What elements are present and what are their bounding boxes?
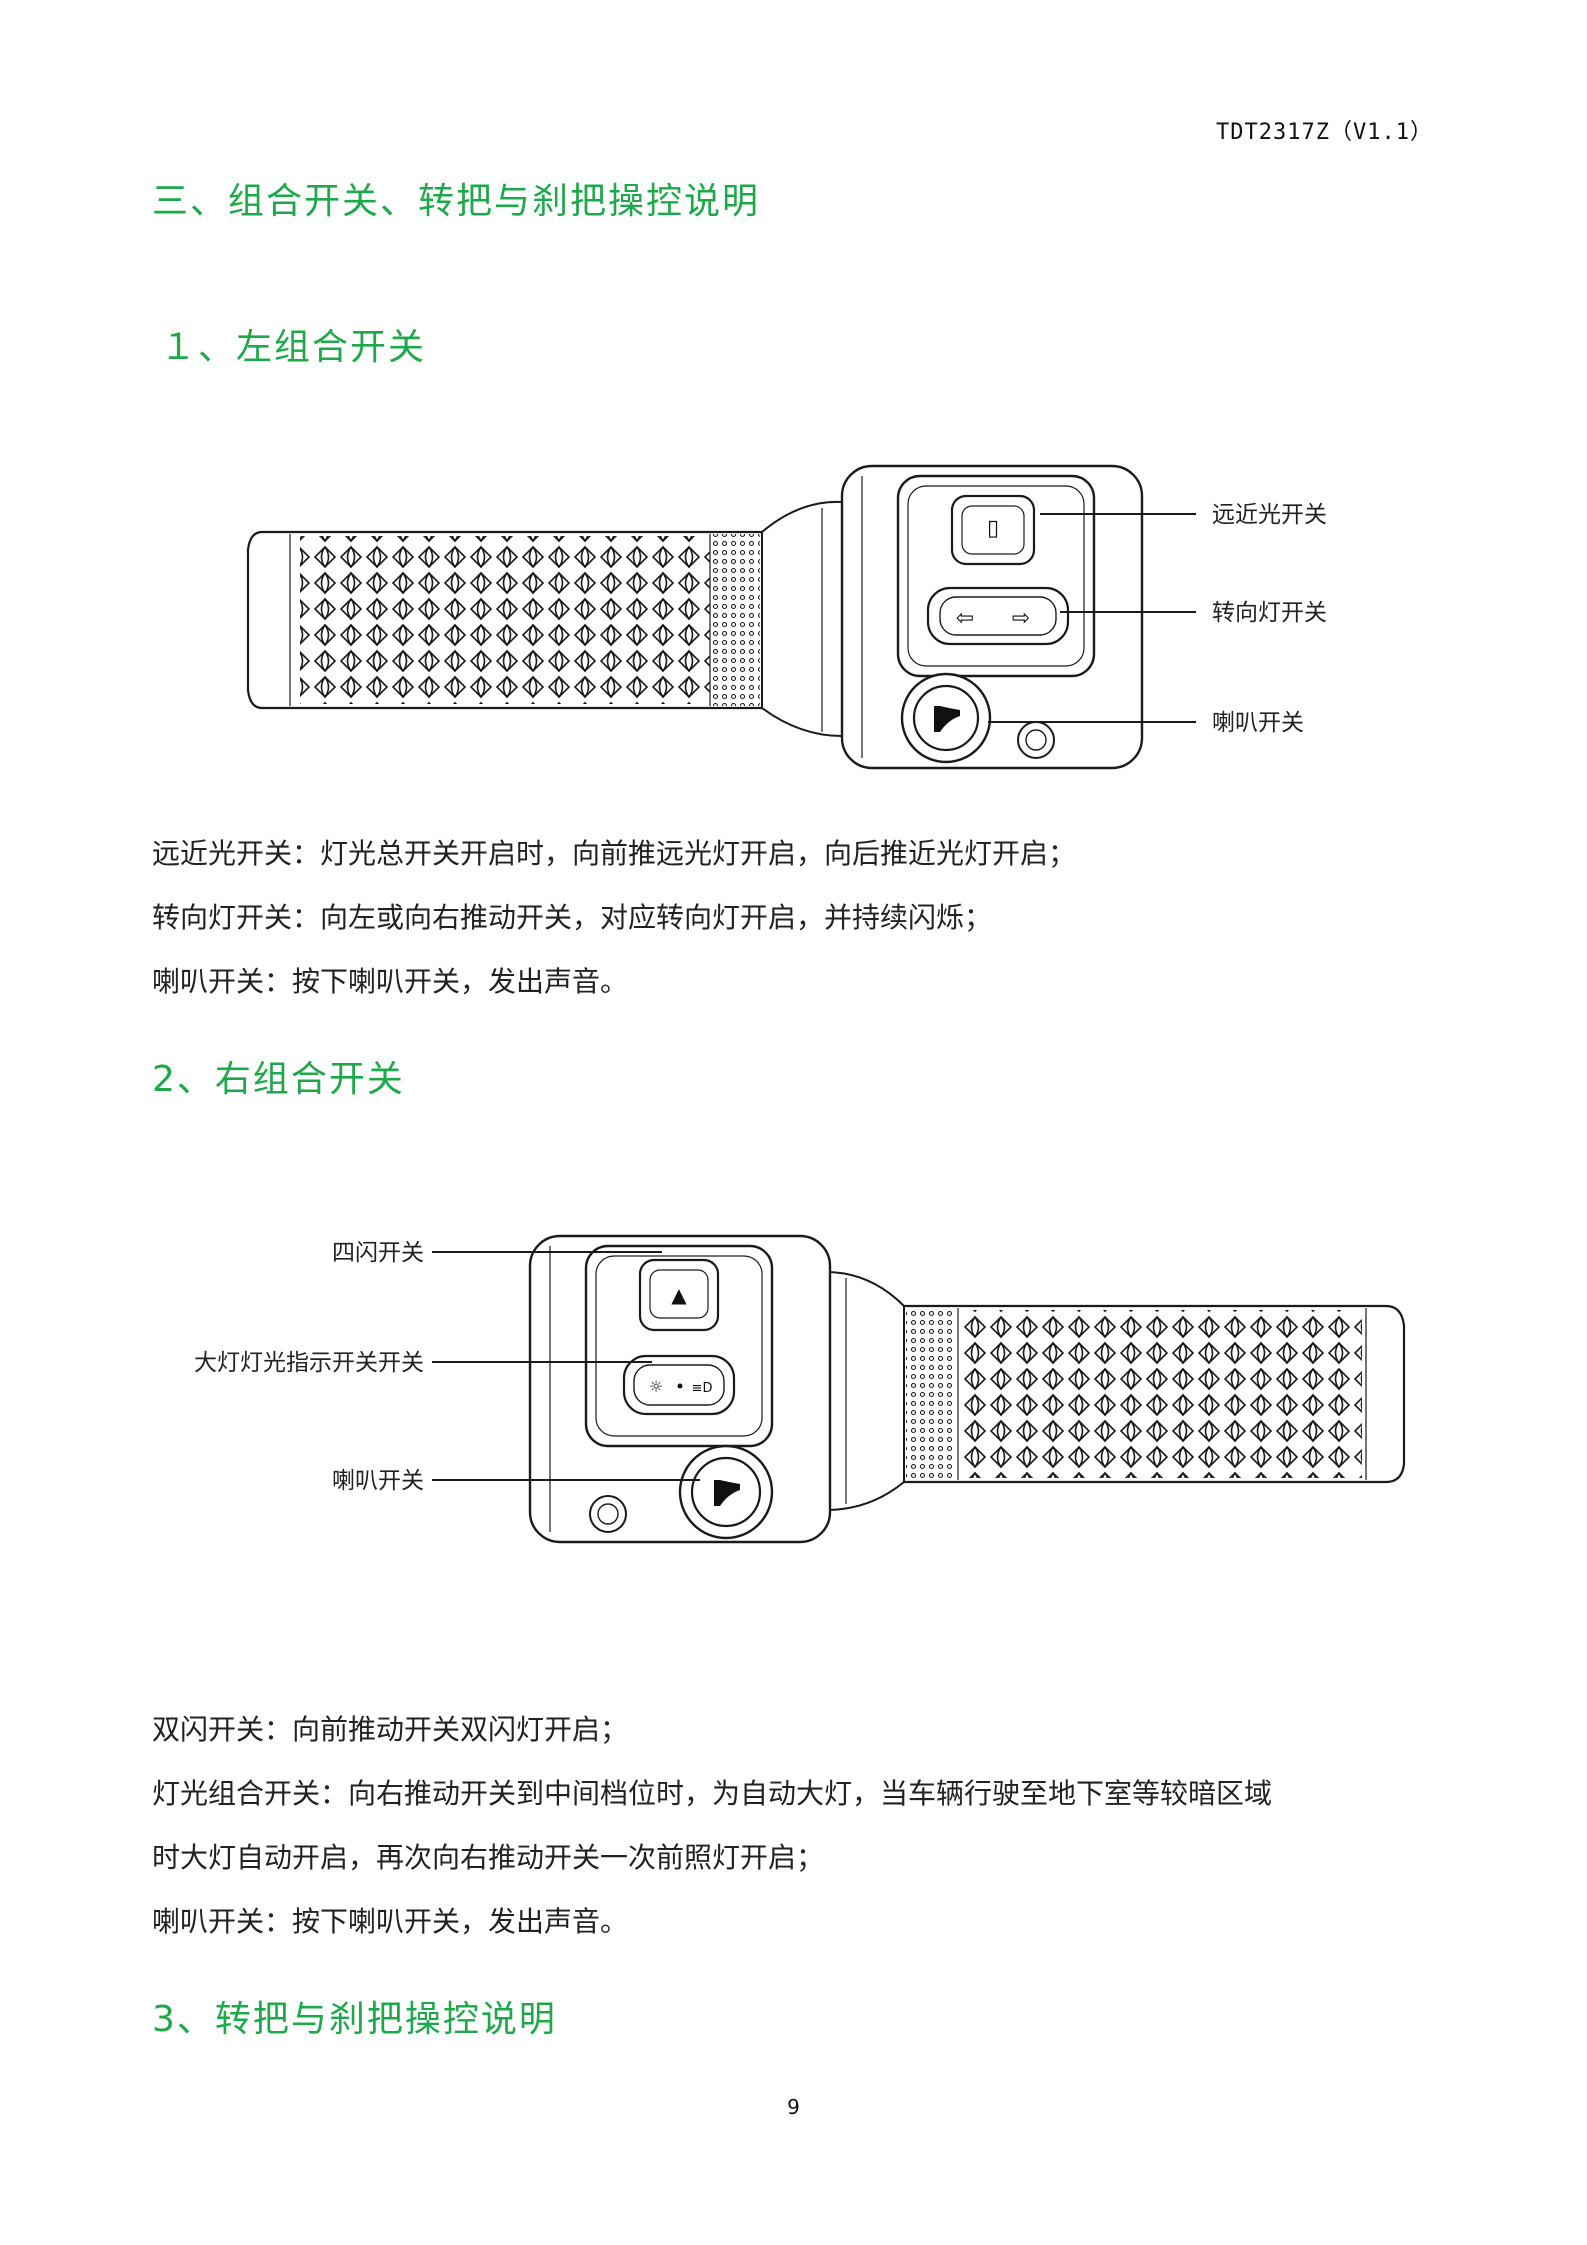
description-line: 转向灯开关：向左或向右推动开关，对应转向灯开启，并持续闪烁； <box>152 901 993 934</box>
description-line: 喇叭开关：按下喇叭开关，发出声音。 <box>152 965 629 998</box>
headlight-icon: ▯ <box>987 516 999 541</box>
hazard-switch-button[interactable]: ▲ <box>638 1258 720 1332</box>
beam-switch-button[interactable]: ▯ <box>950 494 1036 566</box>
left-switch-heading: １、左组合开关 <box>160 327 427 368</box>
description-line: 喇叭开关：按下喇叭开关，发出声音。 <box>152 1905 629 1938</box>
right-switch-housing[interactable]: ▲ ☼ ≡D <box>528 1234 832 1544</box>
horn-icon <box>934 706 960 732</box>
arrow-right-icon: ⇨ <box>1012 606 1030 631</box>
arrow-left-icon: ⇦ <box>956 606 974 631</box>
callout-horn: 喇叭开关 <box>332 1468 424 1494</box>
left-switch-figure: ▯ ⇦ ⇨ 远近光开关 转向灯开关 喇叭开关 <box>0 440 1587 800</box>
right-switch-figure: ▲ ☼ ≡D 四闪开关 大灯灯光指示开关开关 <box>0 1210 1587 1570</box>
horn-icon <box>714 1480 740 1506</box>
left-grip <box>246 500 843 738</box>
throttle-section-heading: 3、转把与刹把操控说明 <box>152 1999 557 2040</box>
sun-icon: ☼ <box>649 1377 663 1396</box>
hazard-triangle-icon: ▲ <box>671 1283 687 1307</box>
page-number: 9 <box>787 2095 800 2119</box>
section-title: 三、组合开关、转把与刹把操控说明 <box>152 181 761 222</box>
callout-beam-switch: 远近光开关 <box>1212 502 1327 528</box>
right-grip <box>825 1270 1406 1512</box>
right-switch-description: 双闪开关：向前推动开关双闪灯开启； 灯光组合开关：向右推动开关到中间档位时，为自… <box>152 1698 1452 1954</box>
left-switch-housing: ▯ ⇦ ⇨ <box>840 464 1144 770</box>
callout-light-switch: 大灯灯光指示开关开关 <box>194 1350 424 1376</box>
description-line: 双闪开关：向前推动开关双闪灯开启； <box>152 1713 629 1746</box>
right-switch-heading: 2、右组合开关 <box>152 1059 405 1100</box>
callout-hazard-switch: 四闪开关 <box>332 1240 424 1266</box>
description-line: 时大灯自动开启，再次向右推动开关一次前照灯开启； <box>152 1841 825 1874</box>
description-line: 灯光组合开关：向右推动开关到中间档位时，为自动大灯，当车辆行驶至地下室等较暗区域 <box>152 1777 1273 1810</box>
callout-turn-signal: 转向灯开关 <box>1212 600 1327 626</box>
light-switch-button[interactable]: ☼ ≡D <box>622 1354 736 1416</box>
description-line: 远近光开关：灯光总开关开启时，向前推远光灯开启，向后推近光灯开启； <box>152 837 1077 870</box>
headlight-icon: ≡D <box>692 1381 713 1396</box>
horn-button[interactable] <box>678 1444 774 1540</box>
callout-horn: 喇叭开关 <box>1212 710 1304 736</box>
left-switch-description: 远近光开关：灯光总开关开启时，向前推远光灯开启，向后推近光灯开启； 转向灯开关：… <box>152 822 1452 1014</box>
turn-signal-switch-button[interactable]: ⇦ ⇨ <box>926 586 1070 646</box>
horn-button[interactable] <box>900 672 992 764</box>
document-code: TDT2317Z（V1.1） <box>1216 120 1433 145</box>
